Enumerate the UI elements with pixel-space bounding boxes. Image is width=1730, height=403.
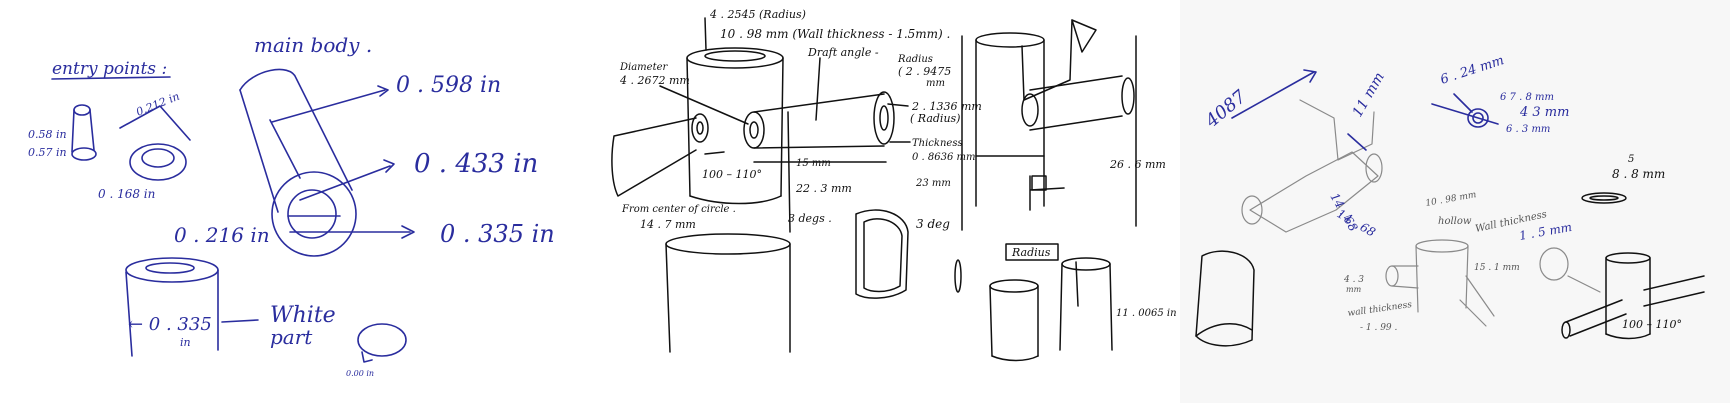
- wall-thickness-label: 10 . 98 mm (Wall thickness - 1.5mm) .: [720, 27, 950, 41]
- from-center-label: From center of circle .: [621, 204, 736, 215]
- radius-21336-value: 2 . 1336 mm: [911, 100, 982, 113]
- sheet-2: 4 . 2545 (Radius) 10 . 98 mm (Wall thick…: [603, 0, 1177, 403]
- angle-range2-label: 100 – 110°: [1622, 318, 1682, 331]
- mm151-label: 15 . 1 mm: [1474, 263, 1520, 273]
- mm43-label: 4 3 mm: [1519, 105, 1569, 120]
- dim-0335-small: ← 0 . 335: [128, 314, 212, 335]
- mm15-label: 15 mm: [796, 158, 831, 169]
- mm43c-unit: mm: [1346, 285, 1362, 294]
- thickness-value: 0 . 8636 mm: [912, 152, 976, 163]
- mm88-top: 5: [1628, 154, 1634, 165]
- radius-21336-label: ( Radius): [910, 112, 960, 125]
- deg3b-label: 3 deg: [916, 217, 950, 231]
- sheet-3: 4087 11 mm 14 . 68 14 . 68 6 . 24 mm 6 7…: [1180, 0, 1730, 403]
- dim-0598: 0 . 598 in: [396, 73, 501, 98]
- radius-29475-unit: mm: [926, 78, 945, 89]
- dim-0433: 0 . 433 in: [414, 149, 538, 179]
- dim-057: 0.57 in: [28, 146, 67, 159]
- dim-0335-big: 0 . 335 in: [440, 220, 555, 248]
- draft-angle-label: Draft angle -: [807, 46, 879, 59]
- angle-range-label: 100 – 110°: [702, 168, 762, 181]
- mm266-label: 26 . 6 mm: [1109, 158, 1166, 171]
- thickness-label: Thickness: [912, 138, 963, 149]
- diameter-label: Diameter: [619, 62, 669, 73]
- mm43c-label: 4 . 3: [1343, 275, 1364, 285]
- white-part-label-2: part: [270, 325, 313, 349]
- mm23-label: 23 mm: [915, 178, 951, 189]
- white-part-label: White: [270, 303, 336, 328]
- radius-29475-value: ( 2 . 9475: [898, 65, 951, 78]
- from-center-value: 14 . 7 mm: [640, 218, 696, 231]
- sheet-1: entry points : 0.58 in 0.57 in 0.212 in …: [0, 0, 603, 403]
- mm110065-label: 11 . 0065 in: [1116, 308, 1177, 319]
- mm88-label: 8 . 8 mm: [1612, 167, 1665, 181]
- wall-thick2-val: - 1 . 99 .: [1360, 323, 1398, 333]
- dim-in: in: [180, 336, 191, 349]
- hollow-label: hollow: [1438, 216, 1472, 227]
- dim-058: 0.58 in: [28, 128, 67, 141]
- dim-0168: 0 . 168 in: [98, 187, 155, 201]
- dim-0216: 0 . 216 in: [174, 223, 270, 247]
- small-label: 0.00 in: [346, 369, 374, 378]
- radius-box-label: Radius: [1011, 246, 1051, 259]
- diameter-value: 4 . 2672 mm: [619, 74, 690, 87]
- mm678-label: 6 7 . 8 mm: [1500, 92, 1554, 103]
- radius-29475-label: Radius: [897, 54, 933, 65]
- mm223-label: 22 . 3 mm: [795, 182, 852, 195]
- radius-42545: 4 . 2545 (Radius): [709, 8, 806, 21]
- main-body-label: main body .: [254, 33, 372, 57]
- deg3a-label: 3 degs .: [788, 212, 832, 225]
- entry-points-label: entry points :: [52, 59, 167, 79]
- mm43b-label: 6 . 3 mm: [1506, 124, 1550, 135]
